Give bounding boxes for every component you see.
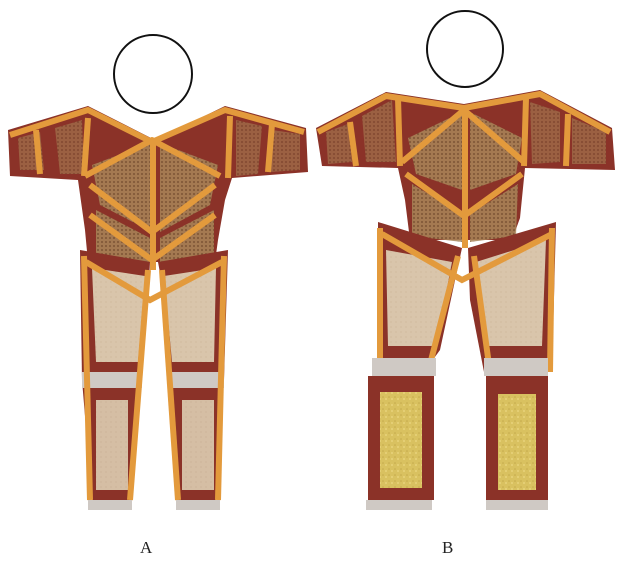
foot-band-a <box>88 500 132 510</box>
arm-mesh-a <box>55 120 84 174</box>
knee-band-a <box>168 372 224 388</box>
knee-band-a <box>82 372 142 388</box>
head-circle-a <box>114 35 192 113</box>
shin-panel-a <box>96 400 128 490</box>
knee-band-b <box>372 358 436 376</box>
foot-band-b <box>486 500 548 510</box>
shin-yellow-panel-b <box>498 394 536 490</box>
panel-label-b: B <box>442 538 453 558</box>
foot-band-a <box>176 500 220 510</box>
knee-band-b <box>484 358 548 376</box>
foot-band-b <box>366 500 432 510</box>
suit-b <box>316 11 615 510</box>
arm-mesh-b <box>530 102 560 164</box>
arm-mesh-a <box>236 120 262 176</box>
head-circle-b <box>427 11 503 87</box>
arm-mesh-a <box>270 130 300 172</box>
shin-panel-a <box>182 400 214 490</box>
upper-body-a <box>8 106 308 262</box>
shin-yellow-panel-b <box>380 392 422 488</box>
suit-a <box>8 35 308 510</box>
panel-label-a: A <box>140 538 152 558</box>
